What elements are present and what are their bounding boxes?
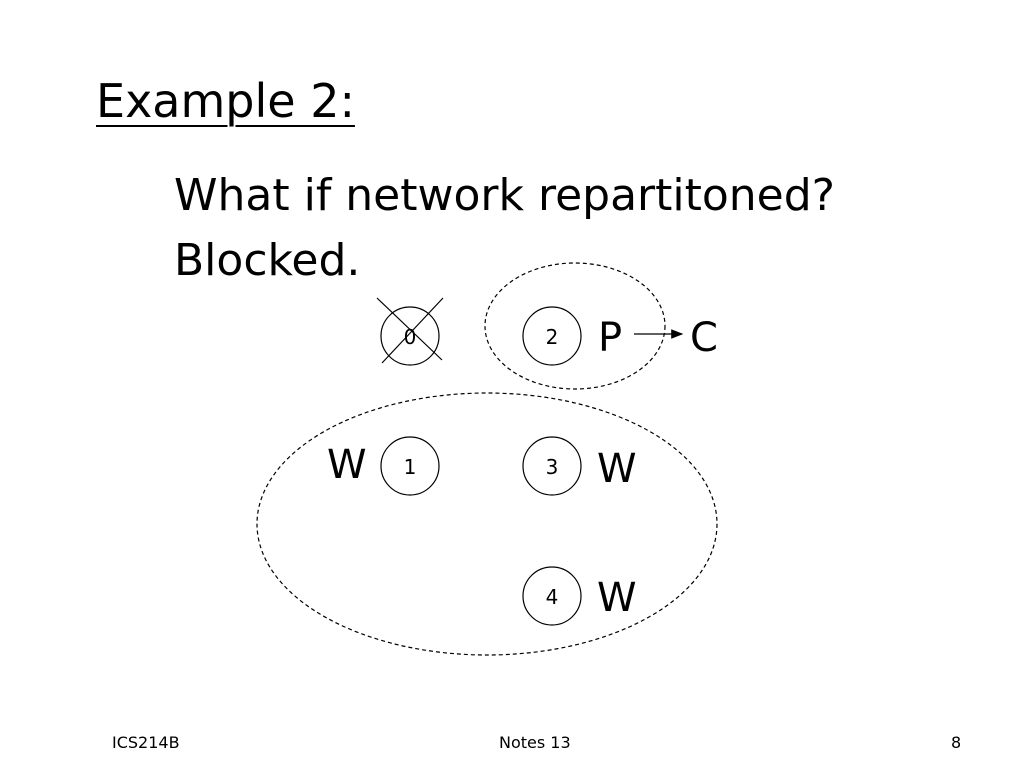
footer-course: ICS214B <box>112 733 180 752</box>
node-1-label: 1 <box>404 455 417 479</box>
slide-title: Example 2: <box>96 74 355 128</box>
question-text: What if network repartitoned? <box>174 170 836 221</box>
node-2-state: P <box>598 315 622 361</box>
footer-notes: Notes 13 <box>499 733 571 752</box>
page-number: 8 <box>951 733 962 752</box>
answer-text: Blocked. <box>174 235 361 286</box>
node-4-label: 4 <box>546 585 559 609</box>
partition-large <box>256 392 718 656</box>
node-4-state: W <box>597 575 637 621</box>
node-3-state: W <box>597 446 637 492</box>
node-4: 4 <box>522 566 582 626</box>
node-1: 1 <box>380 436 440 496</box>
cross-icon <box>376 297 443 361</box>
node-2: 2 <box>522 306 582 366</box>
node-3: 3 <box>522 436 582 496</box>
node-0: 0 <box>376 297 444 366</box>
transition-target-state: C <box>690 315 718 361</box>
partition-small <box>484 262 666 390</box>
node-0-label: 0 <box>404 325 417 349</box>
cross-icon-stroke <box>381 297 444 364</box>
node-3-label: 3 <box>546 455 559 479</box>
node-2-label: 2 <box>546 325 559 349</box>
node-1-state: W <box>327 442 367 488</box>
